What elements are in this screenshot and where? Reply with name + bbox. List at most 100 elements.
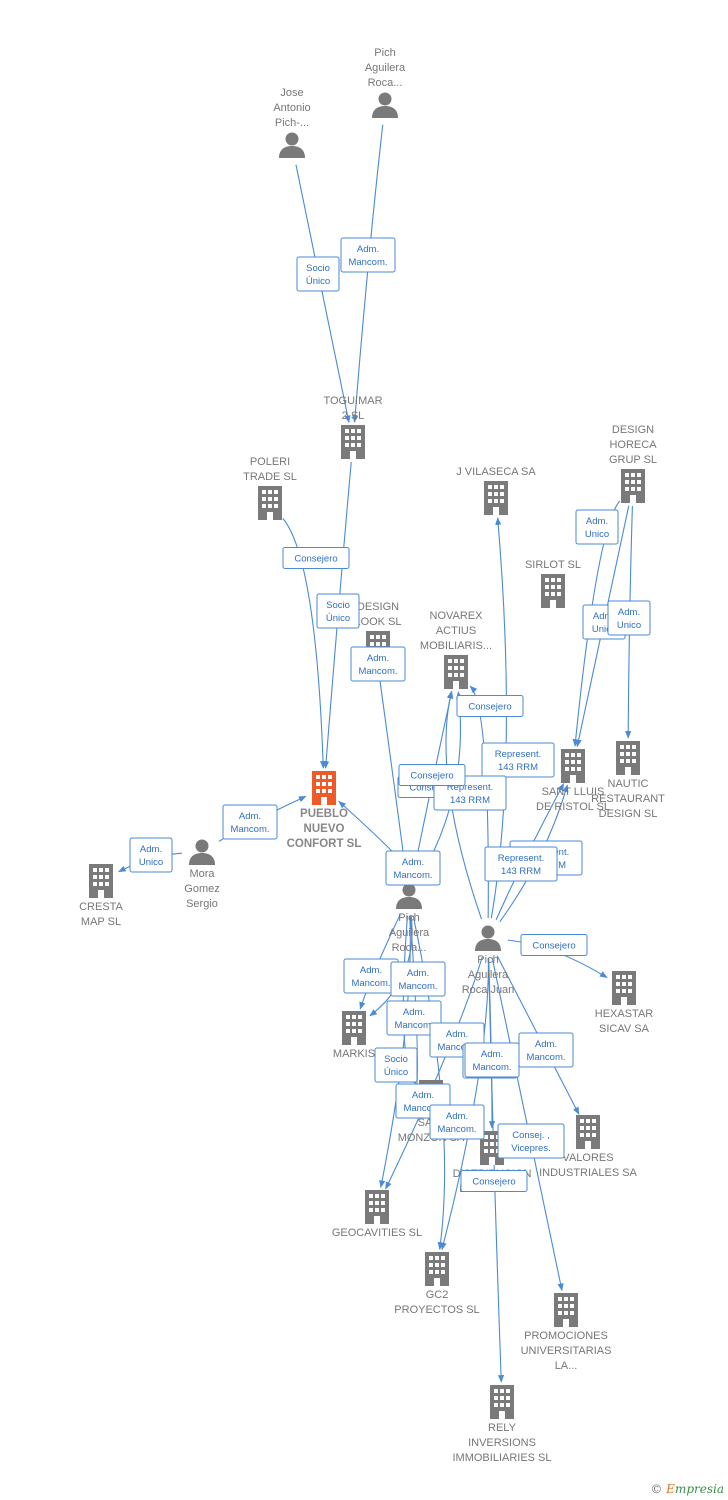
- relation-label[interactable]: Represent.143 RRM: [481, 742, 555, 778]
- relation-label[interactable]: Consejero: [398, 764, 466, 786]
- relation-text: Mancom.: [437, 1042, 476, 1053]
- node-geocavities[interactable]: GEOCAVITIES SL: [332, 1190, 422, 1239]
- node-label: GEOCAVITIES SL: [332, 1227, 422, 1239]
- relation-text: Único: [384, 1067, 408, 1078]
- node-label: RESTAURANT: [591, 793, 665, 805]
- relation-box: [385, 850, 441, 886]
- node-label: SANT LLUIS: [542, 786, 605, 798]
- relation-text: Vicepres.: [511, 1143, 550, 1154]
- relation-text: Adm.: [140, 844, 162, 855]
- relation-label[interactable]: Adm.Mancom.: [385, 850, 441, 886]
- node-jose-antonio[interactable]: JoseAntonioPich-...: [273, 87, 311, 158]
- relation-box: [456, 695, 524, 717]
- node-j-vilaseca[interactable]: J VILASECA SA: [456, 466, 536, 515]
- relation-label[interactable]: Consejero: [520, 934, 588, 956]
- relation-text: 143 RRM: [498, 762, 538, 773]
- node-label: DESIGN: [612, 424, 654, 436]
- node-label: RELY: [488, 1422, 517, 1434]
- relation-text: Adm.: [412, 1090, 434, 1101]
- relation-label[interactable]: Adm.Mancom.: [429, 1104, 485, 1140]
- relation-text: 143 RRM: [450, 795, 490, 806]
- relation-label[interactable]: Adm.Mancom.: [390, 961, 446, 997]
- relation-label[interactable]: Adm.Unico: [607, 600, 651, 636]
- relation-label[interactable]: Consejero: [460, 1170, 528, 1192]
- relation-text: Consej. ,: [512, 1130, 550, 1141]
- node-label: PROMOCIONES: [524, 1330, 608, 1342]
- building-icon: [616, 741, 640, 775]
- relation-text: Unico: [139, 857, 163, 868]
- building-icon: [484, 481, 508, 515]
- relation-text: Mancom.: [398, 981, 437, 992]
- node-pich-roca-mid[interactable]: PichAguileraRoca...: [389, 883, 430, 955]
- node-label: VALORES: [562, 1152, 613, 1164]
- relation-text: Adm.: [535, 1039, 557, 1050]
- relation-label[interactable]: Adm.Mancom.: [386, 1000, 442, 1036]
- relation-text: Consejero: [532, 941, 575, 952]
- relation-box: [607, 600, 651, 636]
- brand-logo[interactable]: Empresia: [666, 1482, 724, 1496]
- building-icon: [561, 749, 585, 783]
- relation-box: [497, 1123, 565, 1159]
- building-icon: [425, 1252, 449, 1286]
- node-label: DE RISTOL SL: [536, 801, 610, 813]
- node-sant-lluis[interactable]: SANT LLUIS DE RISTOL SL: [536, 749, 610, 813]
- node-label: LA...: [555, 1360, 578, 1372]
- relation-label[interactable]: Adm.Mancom.: [464, 1042, 520, 1078]
- relation-label[interactable]: Consejero: [456, 695, 524, 717]
- relation-text: Adm.: [357, 244, 379, 255]
- relation-label[interactable]: Adm.Unico: [575, 509, 619, 545]
- node-label: ACTIUS: [436, 625, 476, 637]
- relation-label[interactable]: Adm.Mancom.: [343, 958, 399, 994]
- relation-text: Consejero: [410, 771, 453, 782]
- node-label: CONFORT SL: [287, 838, 362, 850]
- relation-label[interactable]: Consejero: [282, 547, 350, 569]
- building-icon: [444, 655, 468, 689]
- relation-text: Mancom.: [351, 978, 390, 989]
- building-icon: [342, 1011, 366, 1045]
- relation-label[interactable]: Adm.Mancom.: [518, 1032, 574, 1068]
- relation-text: Adm.: [367, 653, 389, 664]
- node-label: GRUP SL: [609, 454, 657, 466]
- relation-label[interactable]: Represent.143 RRM: [484, 846, 558, 882]
- relation-label[interactable]: Adm.Mancom.: [350, 646, 406, 682]
- relation-text: Mancom.: [437, 1124, 476, 1135]
- relation-label[interactable]: Adm. Unico: [129, 837, 173, 873]
- relation-box: [398, 764, 466, 786]
- node-pich-roca-top[interactable]: PichAguileraRoca...: [365, 47, 406, 118]
- relation-text: Único: [306, 276, 330, 287]
- relation-text: Consejero: [409, 783, 452, 794]
- node-promociones[interactable]: PROMOCIONESUNIVERSITARIASLA...: [521, 1293, 612, 1372]
- building-icon: [490, 1385, 514, 1419]
- relation-text: Represent.: [447, 782, 493, 793]
- relation-label[interactable]: Adm.Mancom.: [340, 237, 396, 273]
- relation-text: Represent.: [498, 853, 544, 864]
- relation-label[interactable]: Consej. , Vicepres.: [497, 1123, 565, 1159]
- node-label: Aguilera: [468, 969, 509, 981]
- relation-text: Adm.: [481, 1049, 503, 1060]
- relation-text: Mancom.: [230, 824, 269, 835]
- node-sirlot[interactable]: SIRLOT SL: [525, 559, 581, 608]
- relation-box: [575, 509, 619, 545]
- relation-text: Adm.: [403, 1007, 425, 1018]
- relation-box: [429, 1104, 485, 1140]
- node-novarex[interactable]: NOVAREXACTIUSMOBILIARIS...: [420, 610, 492, 689]
- relation-label[interactable]: Adm.Mancom.: [222, 804, 278, 840]
- node-markis[interactable]: MARKIS: [333, 1011, 375, 1060]
- node-label: Pich: [398, 912, 419, 924]
